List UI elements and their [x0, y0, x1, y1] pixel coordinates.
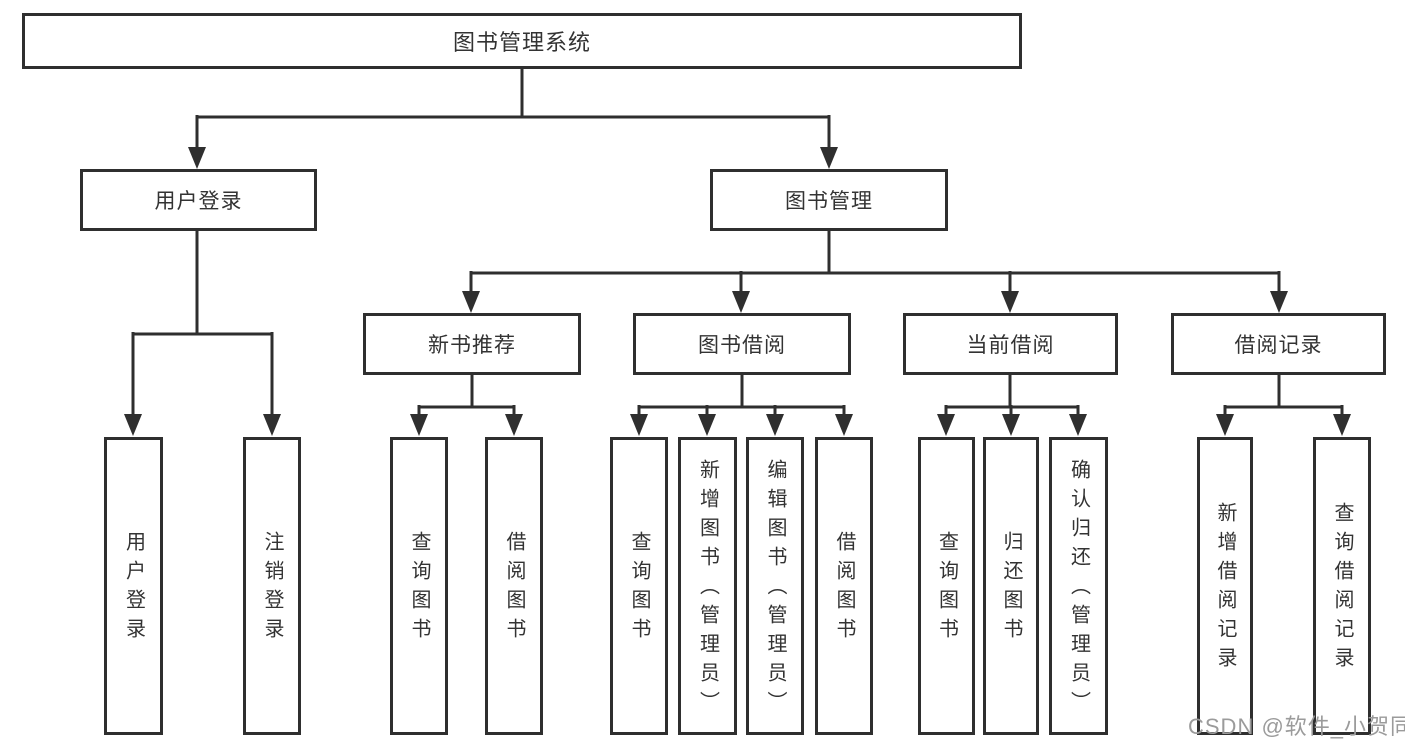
node-leaf-confirm-return-admin: 确认归还（管理员）	[1049, 437, 1108, 735]
node-label: 查询图书	[935, 531, 958, 647]
node-leaf-edit-books-admin: 编辑图书（管理员）	[746, 437, 804, 735]
node-leaf-return-books: 归还图书	[983, 437, 1039, 735]
node-label: 查询借阅记录	[1331, 502, 1353, 676]
connector-root-to-level2	[188, 69, 838, 169]
node-leaf-query-books-current: 查询图书	[918, 437, 975, 735]
node-label: 当前借阅	[966, 334, 1055, 357]
connector-book-borrowing-children	[630, 375, 853, 436]
node-borrowing-records: 借阅记录	[1171, 313, 1386, 375]
node-label: 归还图书	[1000, 531, 1022, 647]
node-label: 查询图书	[628, 531, 650, 647]
node-label: 借阅图书	[833, 531, 855, 647]
node-label: 确认归还（管理员）	[1067, 458, 1090, 720]
node-user-login: 用户登录	[80, 169, 317, 231]
node-label: 图书管理	[785, 190, 873, 213]
node-book-borrowing: 图书借阅	[633, 313, 851, 375]
node-leaf-add-borrow-record: 新增借阅记录	[1197, 437, 1253, 735]
node-label: 注销登录	[261, 531, 283, 647]
node-new-book-recommend: 新书推荐	[363, 313, 581, 375]
node-leaf-borrow-books: 借阅图书	[815, 437, 873, 735]
node-leaf-query-books-borrowing: 查询图书	[610, 437, 668, 735]
node-leaf-query-borrow-record: 查询借阅记录	[1313, 437, 1371, 735]
node-label: 新书推荐	[428, 334, 516, 357]
node-label: 借阅图书	[503, 531, 525, 647]
node-book-management: 图书管理	[710, 169, 948, 231]
node-leaf-logout: 注销登录	[243, 437, 301, 735]
node-label: 图书管理系统	[452, 30, 591, 55]
connector-book-management-children	[462, 231, 1288, 313]
node-leaf-borrow-books-recommend: 借阅图书	[485, 437, 543, 735]
node-label: 新增借阅记录	[1214, 502, 1236, 676]
connector-user-login-children	[124, 231, 281, 436]
node-label: 借阅记录	[1234, 334, 1323, 357]
node-current-borrowing: 当前借阅	[903, 313, 1118, 375]
node-leaf-query-books-recommend: 查询图书	[390, 437, 448, 735]
node-label: 用户登录	[154, 190, 243, 213]
connector-borrowing-records-children	[1216, 375, 1351, 436]
node-label: 新增图书（管理员）	[696, 458, 719, 720]
connector-current-borrowing-children	[937, 375, 1087, 436]
connector-new-book-recommend-children	[410, 375, 523, 436]
node-label: 用户登录	[122, 531, 145, 647]
node-leaf-add-books-admin: 新增图书（管理员）	[678, 437, 737, 735]
node-root-library-system: 图书管理系统	[22, 13, 1022, 69]
node-label: 编辑图书（管理员）	[764, 458, 786, 720]
node-label: 图书借阅	[698, 334, 786, 357]
csdn-watermark: CSDN @软件_小贺同学	[1188, 714, 1405, 739]
node-leaf-user-login: 用户登录	[104, 437, 163, 735]
node-label: 查询图书	[408, 531, 430, 647]
